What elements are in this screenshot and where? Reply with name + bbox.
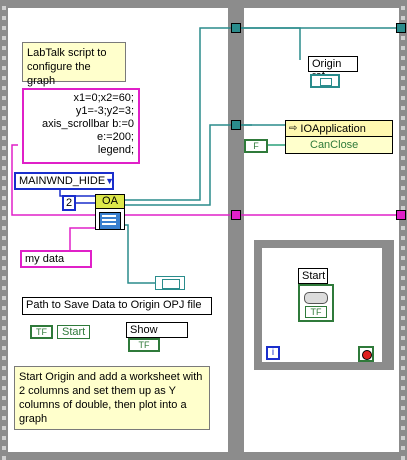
labtalk-script-string[interactable]: x1=0;x2=60; y1=-3;y2=3; axis_scrollbar b… — [22, 88, 140, 164]
show-origin-label: Show Origin — [126, 322, 188, 348]
wire-enum — [59, 190, 95, 197]
wire-mydata — [69, 227, 95, 258]
script-line-1: x1=0;x2=60; — [73, 92, 134, 104]
wire-path — [125, 224, 155, 284]
wire-ioapp — [125, 124, 286, 206]
tunnel-2 — [231, 120, 241, 130]
start-button-control[interactable]: TF — [298, 284, 334, 322]
description-note: Start Origin and add a worksheet with 2 … — [14, 366, 210, 430]
origin-ref-terminal[interactable] — [310, 74, 340, 88]
origin-subvi[interactable]: OA — [95, 194, 125, 230]
iteration-terminal: i — [266, 346, 280, 360]
refnum-icon — [320, 78, 332, 86]
show-origin-terminal[interactable]: TF — [128, 338, 160, 352]
false-constant[interactable]: F — [244, 139, 268, 153]
loop-start-label: Start — [298, 268, 328, 284]
loop-tf: TF — [305, 306, 327, 318]
window-mode-enum[interactable]: MAINWND_HIDE ▼ — [14, 172, 114, 190]
path-icon — [162, 279, 180, 289]
bool-constant-tf: TF — [30, 325, 53, 339]
film-notch-right — [401, 0, 405, 460]
ioapp-label: IOApplication — [300, 122, 366, 135]
script-line-2: y1=-3;y2=3; — [75, 105, 134, 117]
worksheet-icon — [99, 212, 121, 230]
script-line-4: e:=200; — [96, 131, 134, 143]
script-line-5: legend; — [97, 144, 134, 156]
const-two[interactable]: 2 — [62, 195, 76, 211]
tunnel-1 — [231, 23, 241, 33]
origin-ref-label: Origin ref — [308, 56, 358, 82]
stop-terminal[interactable] — [358, 346, 374, 362]
wire-script — [11, 144, 95, 216]
path-control-terminal[interactable] — [155, 276, 185, 290]
property-node[interactable]: ⇨ IOApplication CanClose — [285, 120, 393, 154]
stop-icon — [362, 350, 372, 360]
can-close-row: CanClose — [310, 139, 359, 151]
tunnel-5 — [396, 23, 406, 33]
my-data-string[interactable]: my data — [20, 250, 92, 268]
labtalk-note: LabTalk script to configure the graph — [22, 42, 126, 87]
oa-label: OA — [96, 195, 124, 209]
path-label: Path to Save Data to Origin OPJ file — [22, 297, 212, 315]
film-notch-left — [2, 0, 6, 460]
toggle-icon — [304, 292, 328, 304]
wire-origin-ref-right — [240, 27, 301, 60]
tunnel-3 — [231, 210, 241, 220]
wire-origin-ref — [125, 27, 400, 201]
tunnel-4 — [396, 210, 406, 220]
chevron-down-icon: ▼ — [105, 176, 115, 186]
ioapp-header: ⇨ IOApplication — [286, 121, 392, 137]
start-control[interactable]: TF Start — [30, 322, 110, 342]
enum-value: MAINWND_HIDE — [19, 175, 106, 187]
script-line-3: axis_scrollbar b:=0 — [41, 118, 134, 130]
start-button[interactable]: Start — [57, 325, 91, 339]
link-arrow-icon: ⇨ — [289, 123, 298, 134]
